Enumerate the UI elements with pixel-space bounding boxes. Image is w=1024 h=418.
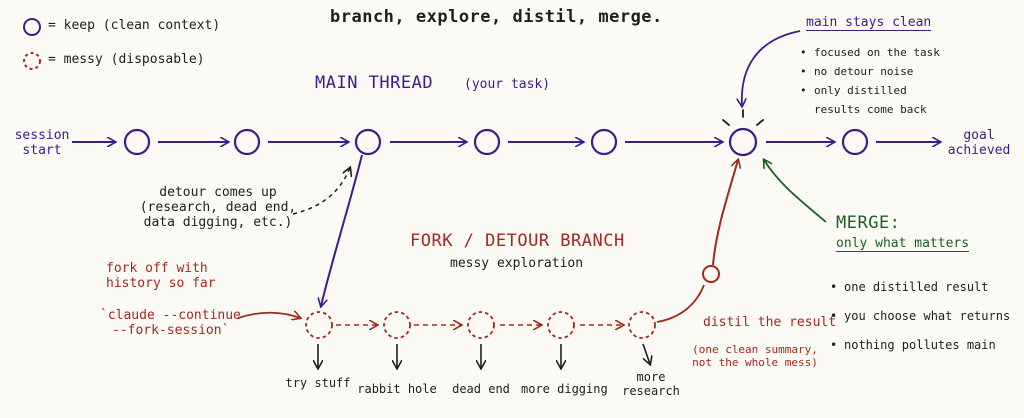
merge-subtitle: only what matters	[836, 236, 970, 251]
step-arrow-5	[642, 343, 650, 364]
fork-title: FORK / DETOUR BRANCH	[410, 231, 625, 251]
branch-node-4	[547, 311, 575, 339]
legend-messy-label: = messy (disposable)	[48, 52, 205, 67]
branch-node-3	[467, 311, 495, 339]
main-node-3	[473, 128, 501, 156]
merge-item: you choose what returns	[830, 302, 1010, 331]
distil-curve	[656, 284, 705, 323]
branch-node-1	[305, 311, 333, 339]
main-clean-item: no detour noise	[800, 62, 940, 81]
step-label-2: rabbit hole	[357, 382, 437, 396]
main-node-2	[233, 128, 261, 156]
main-clean-item: only distilled results come back	[800, 81, 934, 119]
legend-keep-node	[23, 18, 41, 36]
branch-node-5	[628, 311, 656, 339]
main-thread-label: MAIN THREAD	[315, 73, 434, 93]
step-label-1: try stuff	[285, 376, 351, 390]
fork-line	[321, 154, 363, 306]
distil-label: distil the result	[703, 315, 837, 330]
fork-subtitle: messy exploration	[450, 256, 584, 271]
distil-node	[702, 265, 720, 283]
step-label-5: more research	[622, 370, 680, 398]
legend-keep-label: = keep (clean context)	[48, 18, 221, 33]
legend-messy-node	[23, 52, 41, 70]
distil-merge-arrow	[712, 160, 738, 266]
main-thread-sub: (your task)	[464, 77, 551, 92]
fork-command: `claude --continue --fork-session`	[100, 308, 241, 338]
distil-note: (one clean summary,not the whole mess)	[692, 343, 818, 369]
main-clean-arrow	[742, 30, 801, 106]
main-node-merge	[728, 127, 758, 157]
detour-note: detour comes up(research, dead end,data …	[139, 185, 297, 230]
main-node-fork	[354, 128, 382, 156]
branch-node-2	[383, 311, 411, 339]
diagram-title: branch, explore, distil, merge.	[330, 7, 663, 27]
merge-item: one distilled result	[830, 273, 1010, 302]
merge-list: one distilled result you choose what ret…	[830, 273, 1010, 360]
merge-item: nothing pollutes main	[830, 331, 1010, 360]
step-label-4: more digging	[521, 382, 608, 396]
step-label-3: dead end	[452, 382, 510, 396]
command-arrow	[237, 313, 300, 318]
detour-arrow	[292, 168, 350, 215]
merge-rays	[722, 109, 764, 126]
merge-title: MERGE:	[836, 213, 901, 233]
main-clean-list: focused on the task no detour noise only…	[800, 43, 940, 119]
main-clean-item: focused on the task	[800, 43, 940, 62]
main-clean-title: main stays clean	[806, 15, 932, 30]
main-node-1	[123, 128, 151, 156]
main-node-4	[590, 128, 618, 156]
main-node-5	[841, 128, 869, 156]
merge-arrow	[764, 160, 827, 223]
